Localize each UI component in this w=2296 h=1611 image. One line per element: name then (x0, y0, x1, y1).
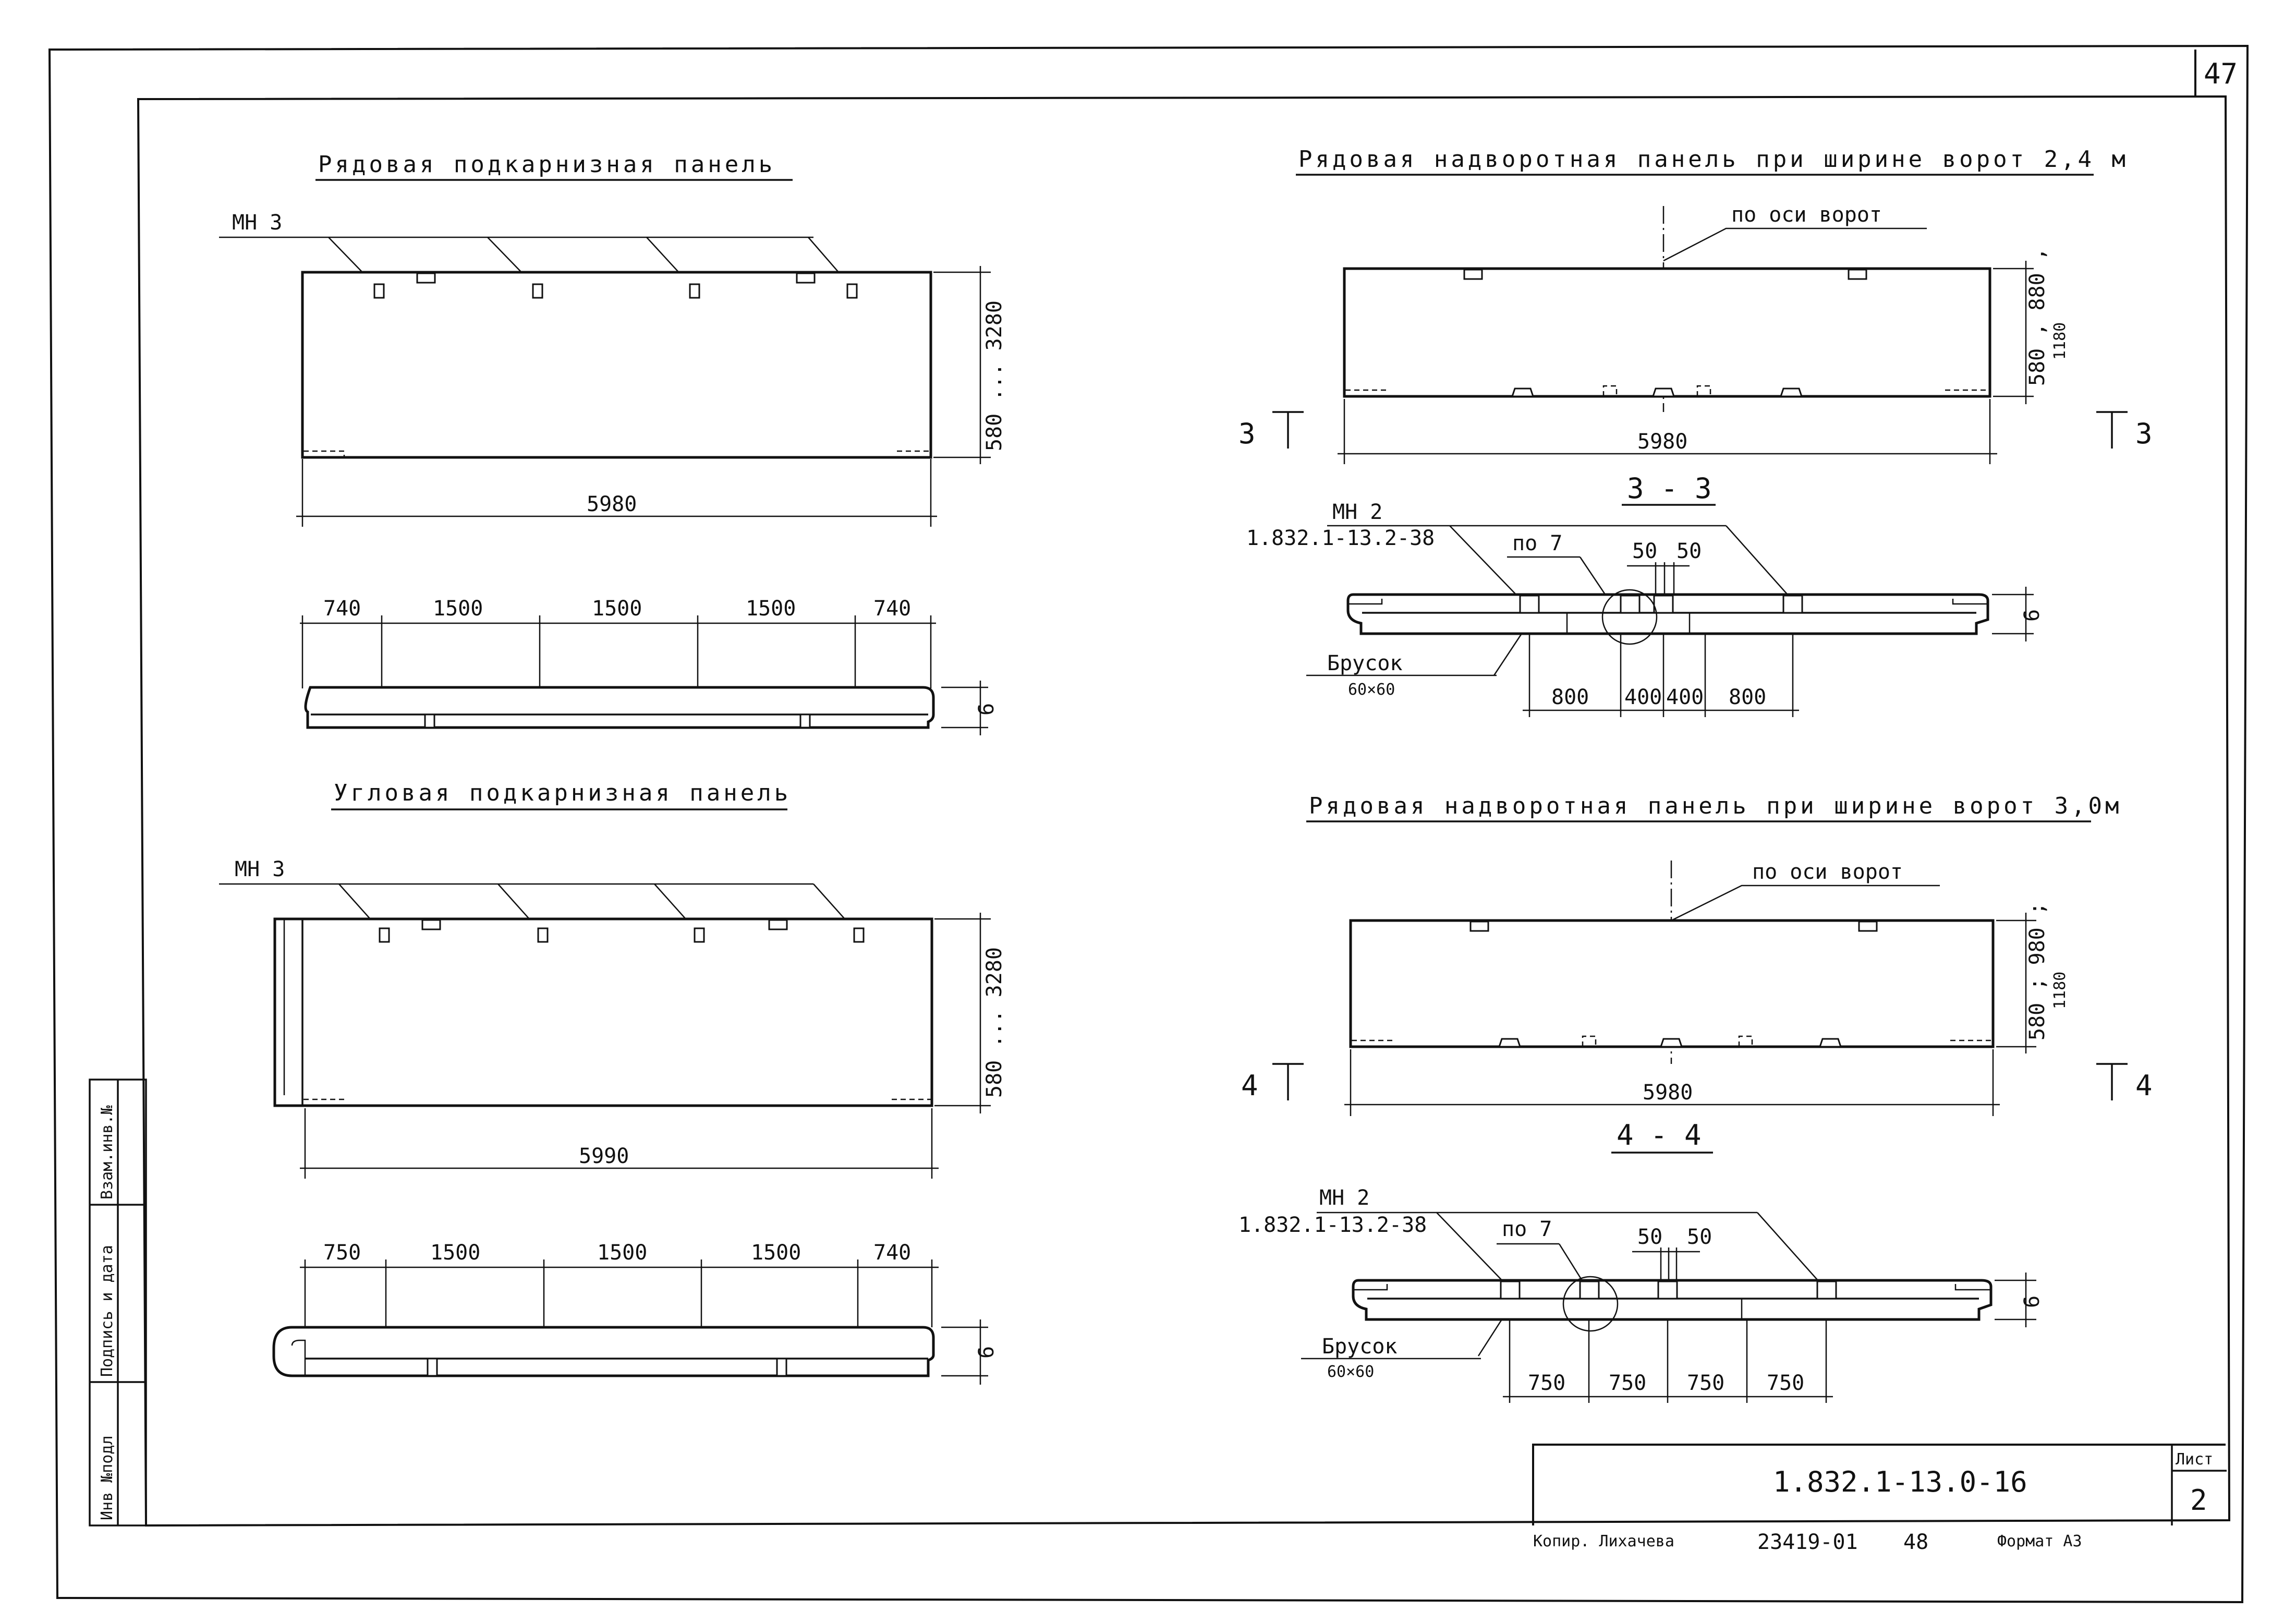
right-bottom-plan-dim-2: 750 (1609, 1371, 1646, 1395)
left-bottom-panel-group: Угловая подкарнизная панель МН 3 580 ...… (219, 780, 1006, 1385)
left-bottom-plan-dim-3: 1500 (597, 1241, 647, 1265)
right-top-title: Рядовая надворотная панель при ширине во… (1298, 146, 2129, 173)
left-top-plan-dim-5: 740 (873, 597, 911, 621)
right-bottom-plan-dim-1: 750 (1528, 1371, 1565, 1395)
title-block: 1.832.1-13.0-16 Лист 2 Копир. Лихачева 2… (1532, 1444, 2227, 1554)
right-top-length-dim: 5980 (1637, 430, 1687, 454)
right-top-thickness-dim: 6 (2020, 609, 2044, 622)
right-top-height-dim-1: 580 , 880 , (2025, 248, 2049, 386)
left-bottom-plan-dim-2: 1500 (430, 1241, 480, 1265)
replace-inv-label: Взам.инв.№ (98, 1105, 116, 1200)
side-stamp: Взам.инв.№ Подпись и дата Инв №подл (89, 1079, 147, 1527)
right-top-gap-dim-1: 50 (1632, 539, 1657, 563)
left-top-plan-dim-1: 740 (323, 597, 361, 621)
right-top-plan-dim-1: 800 (1551, 685, 1589, 709)
right-top-bar-label: Брусок (1327, 651, 1403, 675)
right-bottom-insert-mark: МН 2 (1319, 1186, 1369, 1210)
right-bottom-plan-dim-4: 750 (1767, 1371, 1804, 1395)
sheet-label: Лист (2176, 1450, 2213, 1469)
right-bottom-title: Рядовая надворотная панель при ширине во… (1309, 793, 2122, 819)
left-bottom-height-dim: 580 ... 3280 (982, 947, 1006, 1098)
right-top-gap-dim-2: 50 (1677, 539, 1702, 563)
order-number: 23419-01 (1757, 1530, 1858, 1554)
sheet-format: Формат А3 (1997, 1532, 2082, 1551)
right-top-panel-group: Рядовая надворотная панель при ширине во… (1238, 146, 2153, 717)
right-bottom-section-mark-left: 4 (1241, 1069, 1258, 1102)
left-bottom-length-dim: 5990 (579, 1144, 629, 1168)
right-bottom-pitch-label: по 7 (1502, 1217, 1552, 1241)
right-top-insert-ref: 1.832.1-13.2-38 (1246, 526, 1435, 550)
left-bottom-panel (273, 917, 933, 1107)
left-bottom-plan-dim-4: 1500 (751, 1241, 801, 1265)
sign-date-label: Подпись и дата (98, 1245, 116, 1377)
right-top-section-view (1346, 593, 1989, 635)
left-top-height-dim: 580 ... 3280 (982, 300, 1006, 451)
right-top-plan-dim-3: 400 (1666, 685, 1704, 709)
right-bottom-section-title: 4 - 4 (1617, 1119, 1702, 1152)
left-bottom-thickness-dim: 6 (975, 1346, 999, 1359)
left-top-panel (301, 271, 932, 459)
left-top-panel-group: Рядовая подкарнизная панель МН 3 580 ...… (219, 151, 1006, 735)
right-bottom-bar-label: Брусок (1322, 1335, 1398, 1359)
left-top-insert-mark: МН 3 (232, 211, 282, 235)
left-bottom-plan-dim-5: 740 (873, 1241, 911, 1265)
right-bottom-panel-group: Рядовая надворотная панель при ширине во… (1238, 793, 2153, 1403)
right-bottom-height-dim-2: 1180 (2051, 972, 2069, 1009)
left-top-thickness-dim: 6 (975, 703, 999, 716)
right-top-plan-dim-2: 400 (1624, 685, 1662, 709)
left-top-title: Рядовая подкарнизная панель (318, 151, 775, 178)
right-top-height-dim-2: 1180 (2051, 322, 2069, 360)
right-top-panel (1343, 267, 1991, 398)
right-bottom-axis-label: по оси ворот (1752, 860, 1903, 884)
left-bottom-plan-dim-1: 750 (323, 1241, 361, 1265)
copied-by: Копир. Лихачева (1533, 1532, 1674, 1551)
right-top-insert-mark: МН 2 (1332, 500, 1382, 524)
right-bottom-gap-dim-2: 50 (1687, 1225, 1712, 1249)
right-top-section-title: 3 - 3 (1627, 472, 1712, 505)
right-bottom-gap-dim-1: 50 (1637, 1225, 1662, 1249)
order-suffix: 48 (1903, 1530, 1928, 1554)
left-bottom-insert-mark: МН 3 (235, 857, 285, 881)
left-bottom-plan-view (272, 1326, 935, 1377)
right-top-pitch-label: по 7 (1512, 531, 1562, 555)
right-bottom-length-dim: 5980 (1643, 1081, 1693, 1105)
left-top-length-dim: 5980 (587, 492, 637, 516)
inv-original-label: Инв №подл (98, 1435, 116, 1520)
sheet-number: 2 (2190, 1484, 2207, 1517)
right-top-axis-label: по оси ворот (1731, 203, 1882, 227)
right-bottom-insert-ref: 1.832.1-13.2-38 (1238, 1213, 1427, 1237)
document-code: 1.832.1-13.0-16 (1773, 1465, 2027, 1498)
left-top-plan-dim-4: 1500 (746, 597, 796, 621)
right-top-section-mark-left: 3 (1238, 417, 1256, 450)
page-number: 47 (2204, 57, 2238, 90)
right-top-plan-dim-4: 800 (1729, 685, 1766, 709)
right-bottom-height-dim-1: 580 ; 980 ; (2025, 902, 2049, 1040)
left-top-plan-dim-3: 1500 (592, 597, 642, 621)
right-bottom-thickness-dim: 6 (2020, 1295, 2044, 1308)
right-bottom-bar-size: 60×60 (1327, 1363, 1374, 1381)
right-bottom-plan-dim-3: 750 (1687, 1371, 1724, 1395)
left-top-plan-view (304, 686, 935, 729)
right-bottom-section-mark-right: 4 (2135, 1069, 2153, 1102)
sheet-frame: 47 (48, 44, 2249, 1604)
right-top-bar-size: 60×60 (1348, 681, 1395, 699)
right-bottom-panel (1349, 919, 1995, 1048)
right-top-section-mark-right: 3 (2135, 417, 2153, 450)
left-bottom-title: Угловая подкарнизная панель (334, 780, 791, 806)
left-top-plan-dim-2: 1500 (433, 597, 483, 621)
